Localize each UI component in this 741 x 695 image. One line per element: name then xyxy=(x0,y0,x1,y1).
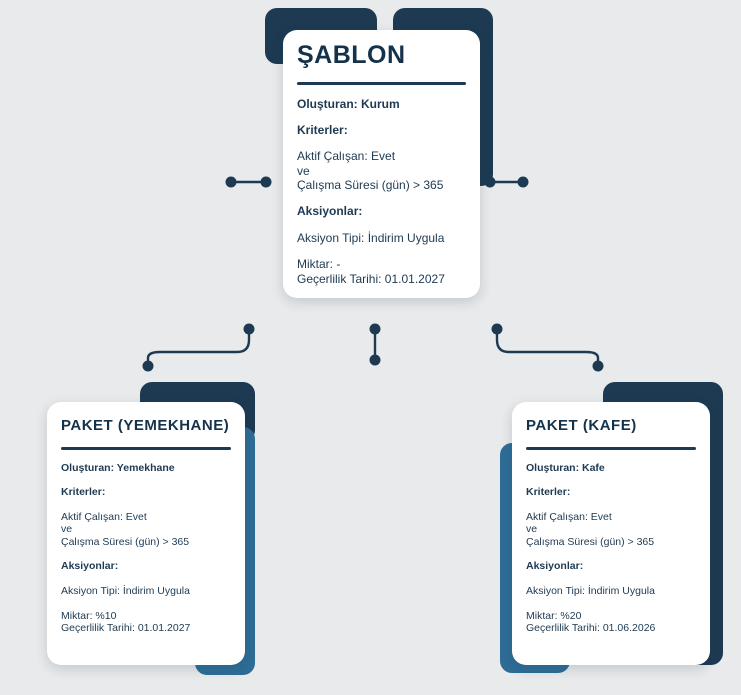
node-title: ŞABLON xyxy=(297,41,406,69)
criteria-label: Kriterler: xyxy=(526,486,571,499)
creator-line: Oluşturan: Yemekhane xyxy=(61,461,175,474)
connector-right-stub xyxy=(484,176,529,188)
node-paket-kafe[interactable]: PAKET (KAFE) Oluşturan: Kafe Kriterler: … xyxy=(500,382,723,673)
validity-line: Geçerlilik Tarihi: 01.01.2027 xyxy=(61,622,191,635)
actions-label: Aksiyonlar: xyxy=(297,204,363,219)
criteria-block: Aktif Çalışan: Evet ve Çalışma Süresi (g… xyxy=(297,149,466,192)
amount-line: Miktar: %20 xyxy=(526,609,582,622)
title-rule xyxy=(526,446,696,450)
node-paket-yemekhane[interactable]: PAKET (YEMEKHANE) Oluşturan: Yemekhane K… xyxy=(47,382,255,675)
connector-center xyxy=(369,323,381,366)
connector-to-kafe xyxy=(491,323,604,372)
criteria-line2: Çalışma Süresi (gün) > 365 xyxy=(61,535,190,548)
criteria-line1: Aktif Çalışan: Evet xyxy=(526,510,612,523)
validity-line: Geçerlilik Tarihi: 01.01.2027 xyxy=(297,271,445,286)
criteria-operator: ve xyxy=(526,523,538,536)
criteria-label: Kriterler: xyxy=(61,486,106,499)
amount-block: Miktar: - Geçerlilik Tarihi: 01.01.2027 xyxy=(297,257,466,286)
validity-line: Geçerlilik Tarihi: 01.06.2026 xyxy=(526,622,656,635)
title-rule xyxy=(61,446,231,450)
creator-line: Oluşturan: Kurum xyxy=(297,96,400,111)
criteria-line1: Aktif Çalışan: Evet xyxy=(297,149,396,164)
node-title: PAKET (KAFE) xyxy=(526,417,637,434)
actions-label: Aksiyonlar: xyxy=(526,560,584,573)
criteria-operator: ve xyxy=(297,163,310,178)
criteria-label: Kriterler: xyxy=(297,122,348,137)
node-sablon[interactable]: ŞABLON Oluşturan: Kurum Kriterler: Aktif… xyxy=(265,8,493,298)
action-type-line: Aksiyon Tipi: İndirim Uygula xyxy=(297,230,445,245)
connector-left-stub xyxy=(225,176,272,188)
action-type-line: Aksiyon Tipi: İndirim Uygula xyxy=(526,585,655,598)
amount-line: Miktar: %10 xyxy=(61,609,117,622)
amount-block: Miktar: %10 Geçerlilik Tarihi: 01.01.202… xyxy=(61,610,231,635)
actions-label: Aksiyonlar: xyxy=(61,560,119,573)
action-type-line: Aksiyon Tipi: İndirim Uygula xyxy=(61,585,190,598)
connector-to-yemekhane xyxy=(142,323,255,372)
criteria-line2: Çalışma Süresi (gün) > 365 xyxy=(297,178,444,193)
creator-line: Oluşturan: Kafe xyxy=(526,461,605,474)
criteria-line1: Aktif Çalışan: Evet xyxy=(61,510,147,523)
title-rule xyxy=(297,81,466,85)
criteria-block: Aktif Çalışan: Evet ve Çalışma Süresi (g… xyxy=(526,511,696,549)
amount-line: Miktar: - xyxy=(297,257,341,272)
amount-block: Miktar: %20 Geçerlilik Tarihi: 01.06.202… xyxy=(526,610,696,635)
criteria-block: Aktif Çalışan: Evet ve Çalışma Süresi (g… xyxy=(61,511,231,549)
criteria-operator: ve xyxy=(61,523,73,536)
node-title: PAKET (YEMEKHANE) xyxy=(61,417,230,434)
criteria-line2: Çalışma Süresi (gün) > 365 xyxy=(526,535,655,548)
